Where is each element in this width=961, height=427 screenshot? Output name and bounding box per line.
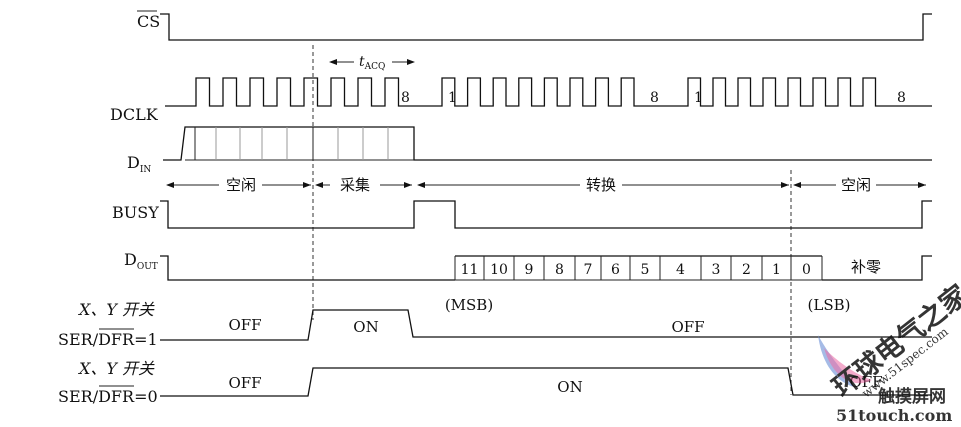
switch0-state-on: ON — [557, 378, 582, 396]
switch1-state-off-right: OFF — [671, 318, 704, 336]
watermark-logo-icon — [818, 335, 872, 388]
dout-msb-label: (MSB) — [445, 296, 493, 314]
clock-mark-8-second: 8 — [650, 90, 659, 106]
dout-bit-1: 1 — [772, 262, 781, 278]
dclk-label: DCLK — [110, 105, 159, 124]
watermark-url2: 51touch.com — [836, 406, 952, 425]
dout-bit-5: 5 — [641, 262, 650, 278]
dout-bit-11: 11 — [461, 262, 479, 278]
dout-bit-4: 4 — [676, 262, 685, 278]
dout-bit-10: 10 — [490, 262, 508, 278]
clock-mark-1-second: 1 — [694, 90, 703, 106]
din-label: DIN — [127, 153, 151, 175]
section-convert: 转换 — [586, 176, 616, 194]
section-idle-1: 空闲 — [226, 176, 256, 194]
section-idle-2: 空闲 — [841, 176, 871, 194]
cs-waveform — [160, 13, 932, 41]
switch1-label-line1: X、Y 开关 — [77, 300, 155, 319]
dout-bit-6: 6 — [611, 262, 620, 278]
switch1-dfr: DFR — [98, 330, 135, 349]
clock-mark-8-third: 8 — [897, 90, 906, 106]
dout-tail-label: 补零 — [851, 258, 881, 276]
switch0-label-line2: SER/DFR=0 — [58, 387, 158, 406]
dout-bit-3: 3 — [712, 262, 721, 278]
switch0-dfr: DFR — [98, 387, 135, 406]
dclk-waveform — [165, 77, 932, 107]
switch1-state-off-left: OFF — [228, 316, 261, 334]
switch1-waveform — [160, 309, 932, 341]
clock-mark-1-first: 1 — [448, 90, 457, 106]
switch0-state-off-left: OFF — [228, 374, 261, 392]
watermark-cn2: 触摸屏网 — [877, 386, 946, 407]
phase-annotations: 空闲 采集 转换 空闲 — [166, 176, 926, 194]
switch1-label-line2: SER/DFR=1 — [58, 330, 158, 349]
tacq-label: tACQ — [359, 54, 385, 72]
din-label-main: D — [127, 153, 140, 172]
din-waveform — [163, 126, 932, 161]
tacq-annotation: tACQ — [329, 54, 415, 72]
section-acquire: 采集 — [340, 176, 370, 194]
dout-bit-0: 0 — [802, 262, 811, 278]
cs-label: CS — [137, 12, 160, 31]
clock-mark-8-first: 8 — [401, 90, 410, 106]
dout-bit-8: 8 — [555, 262, 564, 278]
dout-bit-9: 9 — [525, 262, 534, 278]
dout-lsb-label: (LSB) — [808, 296, 851, 314]
dout-bit-7: 7 — [584, 262, 593, 278]
dout-label-main: D — [124, 250, 137, 269]
dout-label: DOUT — [124, 250, 158, 272]
dout-label-sub: OUT — [137, 262, 158, 272]
busy-label: BUSY — [112, 203, 159, 222]
din-label-sub: IN — [140, 165, 152, 175]
switch0-waveform — [160, 367, 932, 397]
switch0-label-line1: X、Y 开关 — [77, 359, 155, 378]
switch1-state-on: ON — [353, 318, 378, 336]
dout-bit-2: 2 — [742, 262, 751, 278]
busy-waveform — [160, 200, 932, 229]
